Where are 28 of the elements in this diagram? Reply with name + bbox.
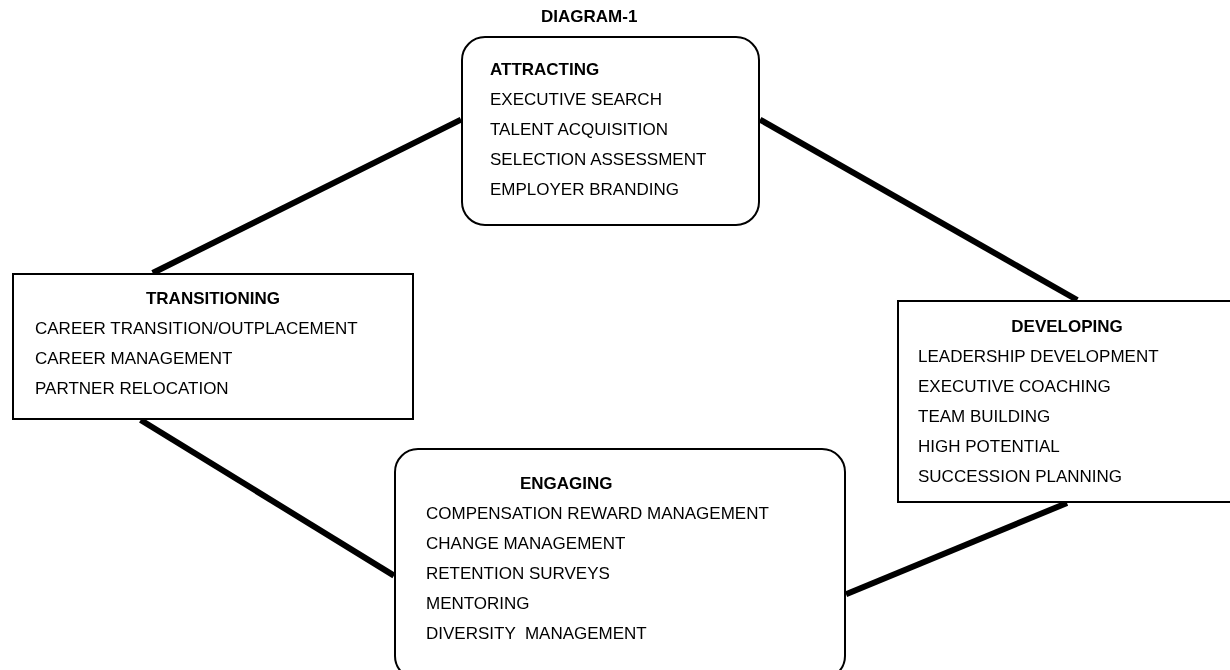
node-item: EMPLOYER BRANDING xyxy=(490,179,679,201)
node-item: PARTNER RELOCATION xyxy=(35,378,229,400)
connector-line xyxy=(758,117,1079,303)
node-item: EXECUTIVE SEARCH xyxy=(490,89,662,111)
node-item: CHANGE MANAGEMENT xyxy=(426,533,626,555)
node-item: SUCCESSION PLANNING xyxy=(918,466,1123,488)
node-heading: ENGAGING xyxy=(520,473,613,495)
process-box xyxy=(12,273,414,420)
node-item: RETENTION SURVEYS xyxy=(426,563,610,585)
diagram-title: DIAGRAM-1 xyxy=(541,6,638,28)
node-item: MENTORING xyxy=(426,593,530,615)
rounded-box xyxy=(394,448,846,670)
rounded-box xyxy=(461,36,760,226)
node-item: HIGH POTENTIAL xyxy=(918,436,1060,458)
node-item: CAREER TRANSITION/OUTPLACEMENT xyxy=(35,318,358,340)
node-heading: ATTRACTING xyxy=(490,59,600,81)
node-item: DIVERSITY MANAGEMENT xyxy=(426,623,647,645)
node-item: COMPENSATION REWARD MANAGEMENT xyxy=(426,503,769,525)
connector-line xyxy=(151,116,463,276)
node-item: SELECTION ASSESSMENT xyxy=(490,149,707,171)
node-item: EXECUTIVE COACHING xyxy=(918,376,1111,398)
node-heading: DEVELOPING xyxy=(1011,316,1123,338)
node-item: TEAM BUILDING xyxy=(918,406,1051,428)
node-heading: TRANSITIONING xyxy=(145,288,281,310)
node-item: CAREER MANAGEMENT xyxy=(35,348,233,370)
node-item: TALENT ACQUISITION xyxy=(490,119,668,141)
process-box xyxy=(897,300,1230,503)
node-item: LEADERSHIP DEVELOPMENT xyxy=(918,346,1159,368)
